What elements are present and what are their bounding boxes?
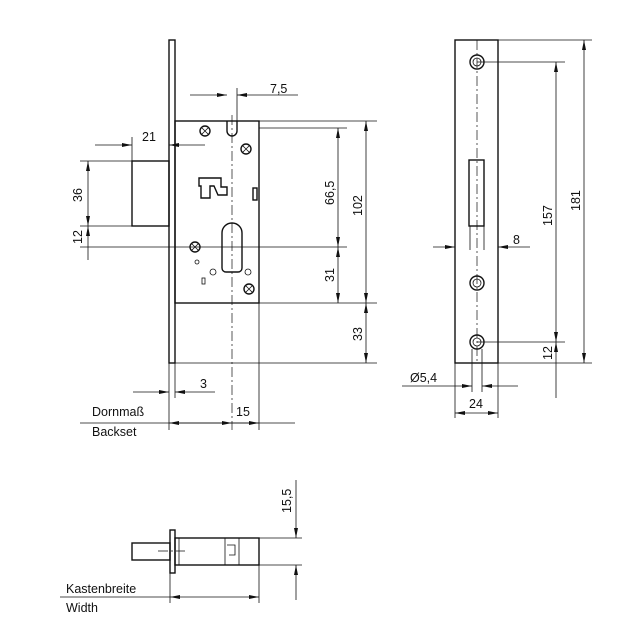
label-backset-en: Backset [92,425,137,439]
dim-follower-to-cylinder: 66,5 [323,181,337,205]
faceplate [168,39,176,364]
follower [198,177,228,199]
label-width-de: Kastenbreite [66,582,136,596]
dim-bolt-throw: 21 [142,130,156,144]
dim-strike-opening-width: 8 [513,233,520,247]
dim-cylinder-to-bottom: 31 [323,268,337,282]
dim-strike-hole-offset: 12 [541,346,555,360]
dim-case-to-plate-end: 33 [351,327,365,341]
dim-backset: 15 [236,405,250,419]
screw-hole-icon [469,275,485,291]
dim-strike-length: 181 [569,190,583,211]
dim-case-height: 102 [351,195,365,216]
dim-slot-width: 7,5 [270,82,287,96]
strike-opening [468,159,485,227]
faceplate-edge [169,529,176,574]
case-edge [174,537,260,566]
dim-plate-thickness: 3 [200,377,207,391]
lock-front-view [80,39,377,430]
spindle [131,542,171,561]
screw-icon [199,125,211,137]
dim-bolt-height: 36 [71,188,85,202]
lock-top-view [60,480,302,603]
dim-hole-diameter: Ø5,4 [410,371,437,385]
latch-bolt [131,160,170,227]
strike-plate-view [402,39,592,418]
screw-icon [240,143,252,155]
label-backset-de: Dornmaß [92,405,144,419]
cylinder-cutout [221,222,243,273]
dim-front-plate-depth: 15,5 [280,489,294,513]
dim-strike-hole-spacing: 157 [541,205,555,226]
dim-bolt-to-center: 12 [71,230,85,244]
strike-plate [454,39,499,364]
lock-case [174,120,260,304]
dim-strike-width: 24 [469,397,483,411]
screw-icon [243,283,255,295]
label-width-en: Width [66,601,98,615]
